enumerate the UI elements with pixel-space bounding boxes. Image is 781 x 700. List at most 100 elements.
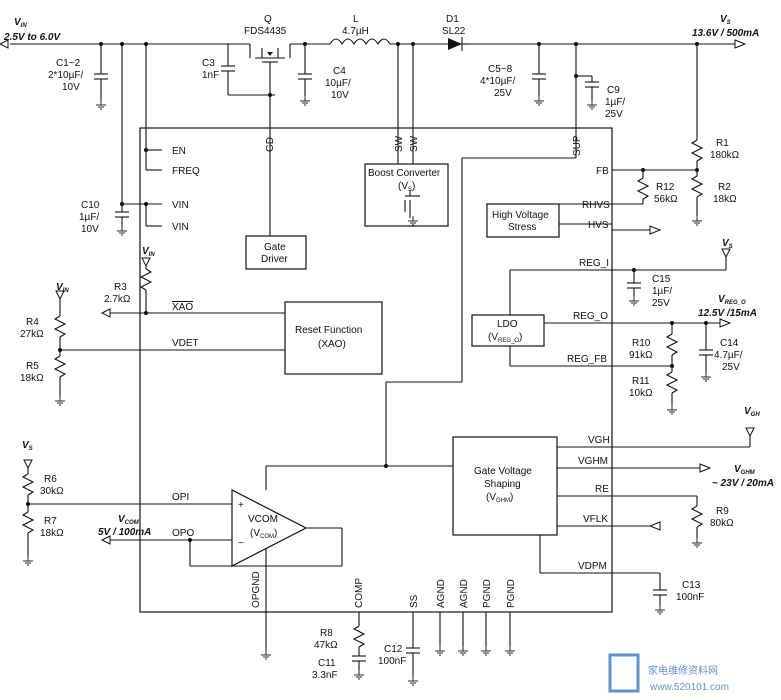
- vin-range: 2.5V to 6.0V: [3, 32, 61, 43]
- mosfet-q: [228, 43, 330, 95]
- vin-small-label: VIN: [142, 246, 155, 258]
- r10-val: 91kΩ: [629, 350, 653, 361]
- c9-val2: 25V: [605, 109, 623, 120]
- l-ref: L: [353, 14, 359, 25]
- c9-val1: 1µF/: [605, 97, 625, 108]
- pin-pgnd-2: PGND: [506, 579, 517, 608]
- reset-label-2: (XAO): [318, 339, 346, 350]
- cap-c4: [298, 44, 312, 106]
- pin-en: EN: [172, 146, 186, 157]
- pin-reg-fb: REG_FB: [567, 354, 607, 365]
- vin-wiring: [115, 44, 162, 236]
- pin-vghm: VGHM: [578, 456, 608, 467]
- c14-val2: 25V: [722, 362, 740, 373]
- pin-pgnd-1: PGND: [482, 579, 493, 608]
- pin-freq: FREQ: [172, 166, 200, 177]
- pin-re: RE: [595, 484, 609, 495]
- hvs-block: [486, 203, 662, 238]
- r7-val: 18kΩ: [40, 528, 64, 539]
- vcom-label-2: (VCOM): [250, 528, 277, 540]
- pin-ss: SS: [409, 594, 420, 608]
- vghm-label: VGHM: [734, 464, 756, 476]
- c4-ref: C4: [333, 66, 346, 77]
- vgh-label: VGH: [744, 406, 760, 418]
- ldo-label-1: LDO: [497, 319, 518, 330]
- gate-label-2: Driver: [261, 254, 288, 265]
- opamp-plus: +: [238, 500, 244, 511]
- pin-reg-i: REG_I: [579, 258, 609, 269]
- pin-vflk: VFLK: [583, 514, 608, 525]
- pin-vin-1: VIN: [172, 200, 189, 211]
- watermark: 家电维修资料网 www.520101.com: [608, 653, 729, 693]
- vin-label: VIN: [14, 17, 27, 29]
- pin-opi: OPI: [172, 492, 189, 503]
- c14-val1: 4.7µF/: [714, 350, 743, 361]
- c58-val1: 4*10µF/: [480, 76, 515, 87]
- gvs-label-3: (VGHM): [486, 492, 513, 504]
- vreg-rating: 12.5V /15mA: [698, 308, 757, 319]
- reset-block: [58, 257, 383, 375]
- c4-val1: 10µF/: [325, 78, 351, 89]
- opamp-minus: −: [238, 538, 244, 549]
- pin-gd: GD: [265, 137, 276, 152]
- c4-val2: 10V: [331, 90, 349, 101]
- c12-ref: C1~2: [56, 58, 81, 69]
- r9-ref: R9: [716, 506, 729, 517]
- gvs-label-2: Shaping: [484, 479, 521, 490]
- ldo-block: [471, 314, 732, 367]
- boost-label-2: (VS): [398, 181, 415, 193]
- c11-ref: C11: [318, 658, 336, 669]
- vs-rating: 13.6V / 500mA: [692, 28, 759, 39]
- r2-ref: R2: [718, 182, 731, 193]
- vs2-label: VS: [722, 238, 733, 250]
- vcom-out-label: VCOM: [118, 514, 140, 526]
- r1-ref: R1: [716, 138, 729, 149]
- pin-agnd-2: AGND: [459, 579, 470, 608]
- vreg-label: VREG_O: [718, 294, 746, 306]
- vghm-rating: ~ 23V / 20mA: [712, 478, 774, 489]
- c9-ref: C9: [607, 85, 620, 96]
- vs-rail: [467, 39, 747, 49]
- pin-comp: COMP: [354, 578, 365, 608]
- pin-opgnd: OPGND: [251, 571, 262, 608]
- reg-o-network: [665, 323, 713, 415]
- pin-vdet: VDET: [172, 338, 199, 349]
- gate-label-1: Gate: [264, 242, 286, 253]
- r6-val: 30kΩ: [40, 486, 64, 497]
- vs-small-label: VS: [22, 440, 33, 452]
- reset-label-1: Reset Function: [295, 325, 362, 336]
- d1-ref: D1: [446, 14, 459, 25]
- c12b-val: 100nF: [378, 656, 406, 667]
- cap-c1-2: [94, 44, 108, 110]
- pin-vin-2: VIN: [172, 222, 189, 233]
- pin-agnd-1: AGND: [436, 579, 447, 608]
- boost-converter-block: [364, 128, 449, 227]
- svg-text:www.520101.com: www.520101.com: [649, 682, 729, 693]
- c13-val: 100nF: [676, 592, 704, 603]
- r11-ref: R11: [632, 376, 650, 387]
- diode-d1: [448, 37, 470, 51]
- opi-divider: [21, 459, 35, 566]
- d1-part: SL22: [442, 26, 466, 37]
- vcom-label-1: VCOM: [248, 514, 278, 525]
- pin-fb: FB: [596, 166, 609, 177]
- c11-val: 3.3nF: [312, 670, 338, 681]
- pin-sw-1: SW: [394, 135, 405, 152]
- r3-ref: R3: [114, 282, 127, 293]
- c12b-ref: C12: [384, 644, 403, 655]
- r5-ref: R5: [26, 361, 39, 372]
- cap-c3: [221, 44, 275, 240]
- pin-hvs: HVS: [588, 220, 609, 231]
- gvs-label-1: Gate Voltage: [474, 466, 532, 477]
- r4-ref: R4: [26, 317, 39, 328]
- c58-val2: 25V: [494, 88, 512, 99]
- vcom-opamp: [26, 489, 343, 660]
- c58-ref: C5~8: [488, 64, 513, 75]
- r7-ref: R7: [44, 516, 57, 527]
- boost-label-1: Boost Converter: [368, 168, 441, 179]
- r12-ref: R12: [656, 182, 675, 193]
- r8-val: 47kΩ: [314, 640, 338, 651]
- r6-ref: R6: [44, 474, 57, 485]
- c15-ref: C15: [652, 274, 671, 285]
- r4-val: 27kΩ: [20, 329, 44, 340]
